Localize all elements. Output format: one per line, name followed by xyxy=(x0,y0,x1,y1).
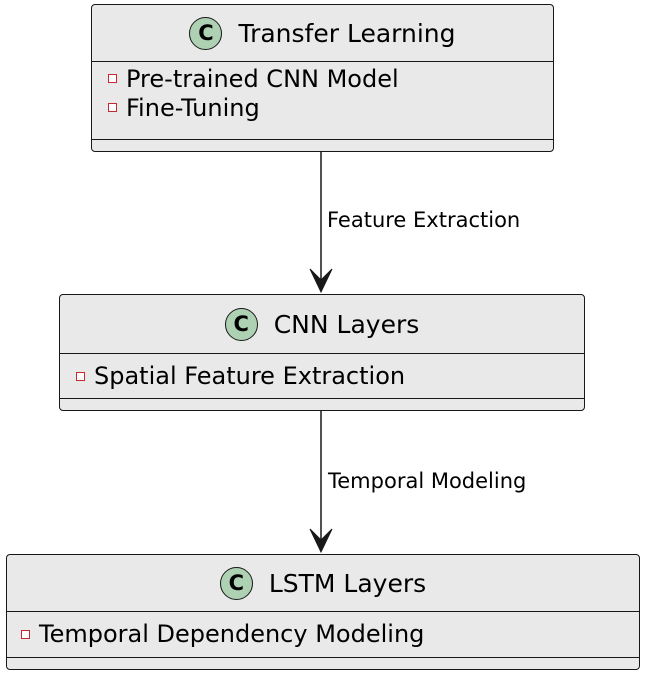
class-attributes: Pre-trained CNN Model Fine-Tuning xyxy=(92,62,553,140)
class-header: C Transfer Learning xyxy=(92,5,553,62)
class-name: Transfer Learning xyxy=(238,18,456,48)
class-stereotype-icon: C xyxy=(189,16,223,50)
attribute-item: Pre-trained CNN Model xyxy=(92,64,553,93)
class-header: C LSTM Layers xyxy=(7,555,639,612)
class-name: CNN Layers xyxy=(273,309,420,339)
attribute-label: Temporal Dependency Modeling xyxy=(39,620,425,648)
attribute-item: Spatial Feature Extraction xyxy=(60,356,584,396)
arrowhead-icon xyxy=(309,528,333,554)
class-header: C CNN Layers xyxy=(60,295,584,354)
attribute-label: Fine-Tuning xyxy=(126,93,260,122)
class-attributes: Temporal Dependency Modeling xyxy=(7,612,639,658)
class-attributes: Spatial Feature Extraction xyxy=(60,354,584,399)
attribute-label: Pre-trained CNN Model xyxy=(126,64,399,93)
class-lstm-layers[interactable]: C LSTM Layers Temporal Dependency Modeli… xyxy=(6,554,640,670)
class-cnn-layers[interactable]: C CNN Layers Spatial Feature Extraction xyxy=(59,294,585,411)
private-attribute-icon xyxy=(108,74,117,83)
edge-label-temporal-modeling: Temporal Modeling xyxy=(328,469,527,493)
edge-label-feature-extraction: Feature Extraction xyxy=(327,208,521,232)
private-attribute-icon xyxy=(108,103,117,112)
class-stereotype-icon: C xyxy=(224,307,258,341)
attribute-item: Fine-Tuning xyxy=(92,93,553,122)
attribute-item: Temporal Dependency Modeling xyxy=(7,614,639,654)
class-name: LSTM Layers xyxy=(268,568,427,598)
edge-temporal-modeling xyxy=(309,411,333,554)
arrowhead-icon xyxy=(309,268,333,294)
class-stereotype-icon: C xyxy=(219,566,253,600)
private-attribute-icon xyxy=(76,371,85,381)
attribute-label: Spatial Feature Extraction xyxy=(94,362,406,390)
edge-feature-extraction xyxy=(309,152,333,294)
private-attribute-icon xyxy=(21,629,30,639)
class-transfer-learning[interactable]: C Transfer Learning Pre-trained CNN Mode… xyxy=(91,4,554,152)
